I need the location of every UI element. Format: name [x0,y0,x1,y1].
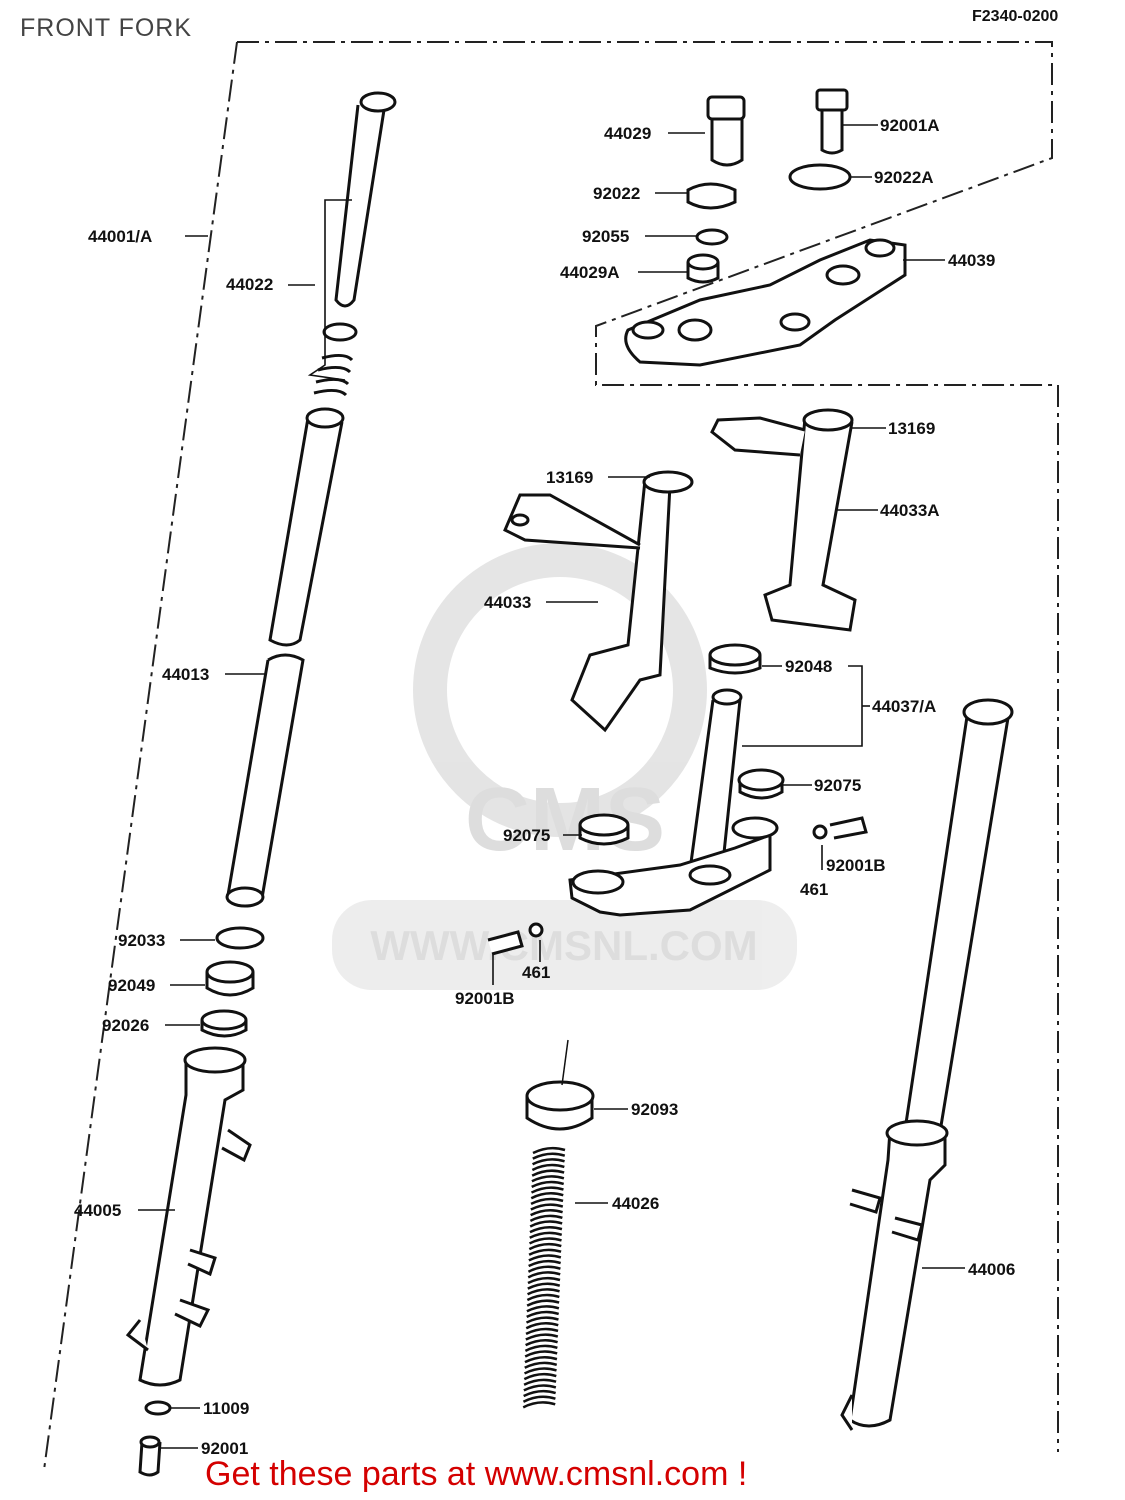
label-92026: 92026 [102,1016,149,1035]
label-92001B-right: 92001B [826,856,886,875]
label-92093: 92093 [631,1100,678,1119]
assembly-frame [43,41,1059,1471]
rebound-spring [313,353,354,397]
label-92001A: 92001A [880,116,940,135]
label-92022: 92022 [593,184,640,203]
washer [144,1400,172,1416]
label-44039: 44039 [948,251,995,270]
footer-link[interactable]: Get these parts at www.cmsnl.com ! [205,1455,748,1493]
label-92022A: 92022A [874,168,934,187]
leader-lines [138,124,965,1449]
inner-tube-upper [268,417,344,647]
label-44029A: 44029A [560,263,620,282]
right-fork [840,698,1014,1431]
diagram-code: F2340-0200 [972,8,1059,25]
bracket-right [763,417,857,632]
label-92075-left: 92075 [503,826,550,845]
page-title: FRONT FORK [20,14,193,42]
retaining-ring [215,926,265,950]
label-44005: 44005 [74,1201,121,1220]
headlight-brackets [503,408,857,733]
label-461-left: 461 [522,963,550,982]
label-44013: 44013 [162,665,209,684]
label-44037A: 44037/A [872,697,936,716]
drain-bolt [138,1441,162,1477]
damper-rod [334,104,386,308]
part-labels: 44001/A 44022 44013 92033 92049 92026 44… [74,116,1015,1458]
label-44001A: 44001/A [88,227,152,246]
label-92001: 92001 [201,1439,248,1458]
watermark: CMS WWW.CMSNL.COM [332,543,797,990]
bracket-left [570,479,672,733]
label-44033A: 44033A [880,501,940,520]
label-92001B-left: 92001B [455,989,515,1008]
label-44006: 44006 [968,1260,1015,1279]
label-13169-left: 13169 [546,468,593,487]
steering-stem [487,643,868,956]
lower-bracket [568,832,772,917]
label-13169-right: 13169 [888,419,935,438]
label-44022: 44022 [226,275,273,294]
watermark-logo-text: CMS [465,770,665,870]
label-11009: 11009 [203,1399,249,1418]
label-92049: 92049 [108,976,155,995]
label-44029: 44029 [604,124,651,143]
label-92048: 92048 [785,657,832,676]
label-92055: 92055 [582,227,629,246]
bolt-92001A [820,105,844,155]
label-44026: 44026 [612,1194,659,1213]
label-92075-right: 92075 [814,776,861,795]
top-plug [710,110,744,167]
inner-tube-lower [226,653,305,903]
label-44033: 44033 [484,593,531,612]
circlip [322,322,358,342]
label-92033: 92033 [118,931,165,950]
label-461-right: 461 [800,880,828,899]
upper-bracket [624,238,907,367]
watermark-url: WWW.CMSNL.COM [370,922,757,969]
outer-tube-left [138,1060,245,1387]
damper-rod-top [359,91,397,113]
left-fork [125,91,397,1477]
fork-spring [522,1039,595,1409]
